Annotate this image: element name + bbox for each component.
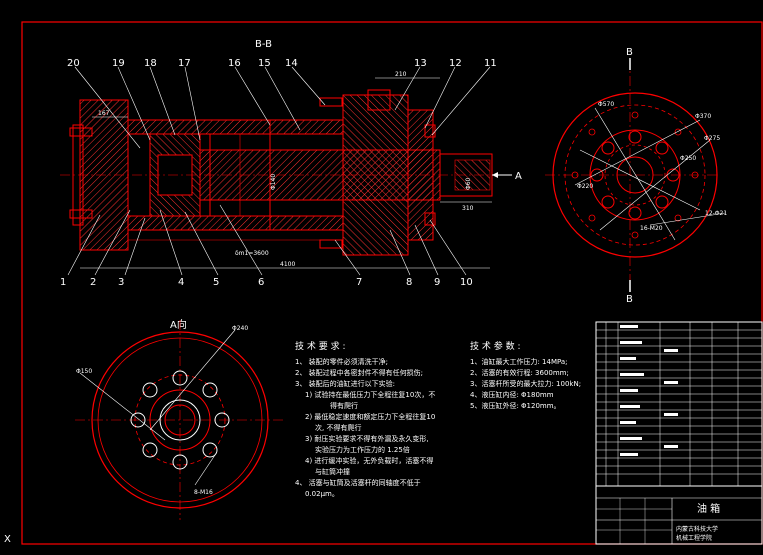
svg-text:Φ370: Φ370 <box>695 113 711 120</box>
svg-text:与缸筒冲撞: 与缸筒冲撞 <box>315 467 350 476</box>
tech-requirements: 技 术 要 求 : 1、 装配的零件必须清洗干净; 2、 装配过程中各密封件不得… <box>295 340 435 498</box>
part-label: 20 <box>67 58 80 69</box>
arrow-a-label: A <box>515 171 522 182</box>
svg-text:Φ140: Φ140 <box>270 174 277 190</box>
part-label: 16 <box>228 58 241 69</box>
part-label: 4 <box>178 277 184 288</box>
section-view: B-B A <box>60 39 522 288</box>
part-label: 15 <box>258 58 271 69</box>
svg-text:Φ240: Φ240 <box>232 325 248 332</box>
part-label: 3 <box>118 277 124 288</box>
school-dept: 机械工程学院 <box>676 534 712 542</box>
svg-text:3、 装配后的油缸进行以下实验:: 3、 装配后的油缸进行以下实验: <box>295 379 395 388</box>
section-mark-top: B <box>626 47 633 58</box>
svg-text:4) 进行缓冲实验，无外负载时，活塞不得: 4) 进行缓冲实验，无外负载时，活塞不得 <box>305 456 433 465</box>
part-label: 13 <box>414 58 427 69</box>
svg-text:167: 167 <box>98 110 110 117</box>
svg-text:2、活塞的有效行程: 3600mm;: 2、活塞的有效行程: 3600mm; <box>470 368 569 377</box>
svg-text:310: 310 <box>462 205 474 212</box>
tech-parameters: 技 术 参 数 : 1、油缸最大工作压力: 14MPa; 2、活塞的有效行程: … <box>470 340 581 410</box>
part-label: 1 <box>60 277 66 288</box>
barrel-top <box>127 119 344 135</box>
svg-text:δm1=3600: δm1=3600 <box>235 250 269 257</box>
svg-text:1、 装配的零件必须清洗干净;: 1、 装配的零件必须清洗干净; <box>295 357 388 366</box>
svg-text:Φ60: Φ60 <box>465 177 472 190</box>
svg-text:Φ150: Φ150 <box>76 368 92 375</box>
svg-text:Φ570: Φ570 <box>598 101 614 108</box>
svg-text:Φ220: Φ220 <box>577 183 593 190</box>
part-label: 7 <box>356 277 362 288</box>
svg-text:2、 装配过程中各密封件不得有任何损伤;: 2、 装配过程中各密封件不得有任何损伤; <box>295 368 423 377</box>
svg-text:4、 活塞与缸筒及活塞杆的同轴度不低于: 4、 活塞与缸筒及活塞杆的同轴度不低于 <box>295 478 421 487</box>
svg-text:12-Φ21: 12-Φ21 <box>705 210 727 217</box>
title-block: 油 箱 内蒙古科技大学 机械工程学院 <box>595 485 763 545</box>
view-a-title: A向 <box>170 318 187 331</box>
drawing-title: 油 箱 <box>697 502 720 515</box>
part-label: 17 <box>178 58 191 69</box>
part-label: 14 <box>285 58 298 69</box>
part-label: 9 <box>434 277 440 288</box>
part-label: 5 <box>213 277 219 288</box>
end-view-b: B B Φ570 Φ370 Φ275 Φ250 Φ220 12-Φ21 16-M… <box>545 47 727 305</box>
view-a: A向 Φ240 Φ150 8-M16 <box>75 318 285 520</box>
part-label: 6 <box>258 277 264 288</box>
section-title: B-B <box>255 39 272 50</box>
svg-text:4100: 4100 <box>280 261 295 268</box>
tech-param-title: 技 术 参 数 : <box>470 340 520 352</box>
svg-text:3) 耐压实验要求不得有外漏及永久变形,: 3) 耐压实验要求不得有外漏及永久变形, <box>305 434 429 443</box>
barrel-bottom <box>127 215 344 231</box>
part-label: 19 <box>112 58 125 69</box>
tech-req-title: 技 术 要 求 : <box>295 340 345 352</box>
part-label: 8 <box>406 277 412 288</box>
drawing-frame <box>21 21 763 545</box>
svg-text:3、活塞杆所受的最大拉力: 100kN;: 3、活塞杆所受的最大拉力: 100kN; <box>470 379 581 388</box>
svg-text:5、液压缸外径: Φ120mm。: 5、液压缸外径: Φ120mm。 <box>470 401 561 410</box>
svg-text:次, 不得有爬行: 次, 不得有爬行 <box>315 423 361 432</box>
part-label: 18 <box>144 58 157 69</box>
svg-text:实验压力为工作压力的 1.25倍: 实验压力为工作压力的 1.25倍 <box>315 445 410 454</box>
svg-text:210: 210 <box>395 71 407 78</box>
svg-text:1) 试验持在最低压力下全程往复10次，不: 1) 试验持在最低压力下全程往复10次，不 <box>305 390 435 399</box>
part-label: 10 <box>460 277 473 288</box>
svg-text:4、液压缸内径: Φ180mm: 4、液压缸内径: Φ180mm <box>470 390 554 399</box>
section-mark-bottom: B <box>626 294 633 305</box>
svg-text:8-M16: 8-M16 <box>194 489 213 496</box>
school-name: 内蒙古科技大学 <box>676 525 718 533</box>
part-label: 12 <box>449 58 462 69</box>
svg-text:Φ250: Φ250 <box>680 155 696 162</box>
svg-text:1、油缸最大工作压力: 14MPa;: 1、油缸最大工作压力: 14MPa; <box>470 357 568 366</box>
svg-text:2) 最低稳定速度和额定压力下全程往复10: 2) 最低稳定速度和额定压力下全程往复10 <box>305 412 435 421</box>
svg-text:0.02μm。: 0.02μm。 <box>305 490 339 498</box>
svg-text:得有爬行: 得有爬行 <box>330 401 358 410</box>
status-bar <box>0 545 763 555</box>
ucs-axis-marker: X <box>4 534 11 545</box>
svg-text:16-M20: 16-M20 <box>640 225 663 232</box>
part-label: 11 <box>484 58 497 69</box>
part-label: 2 <box>90 277 96 288</box>
parts-list <box>595 321 763 487</box>
svg-text:Φ275: Φ275 <box>704 135 720 142</box>
